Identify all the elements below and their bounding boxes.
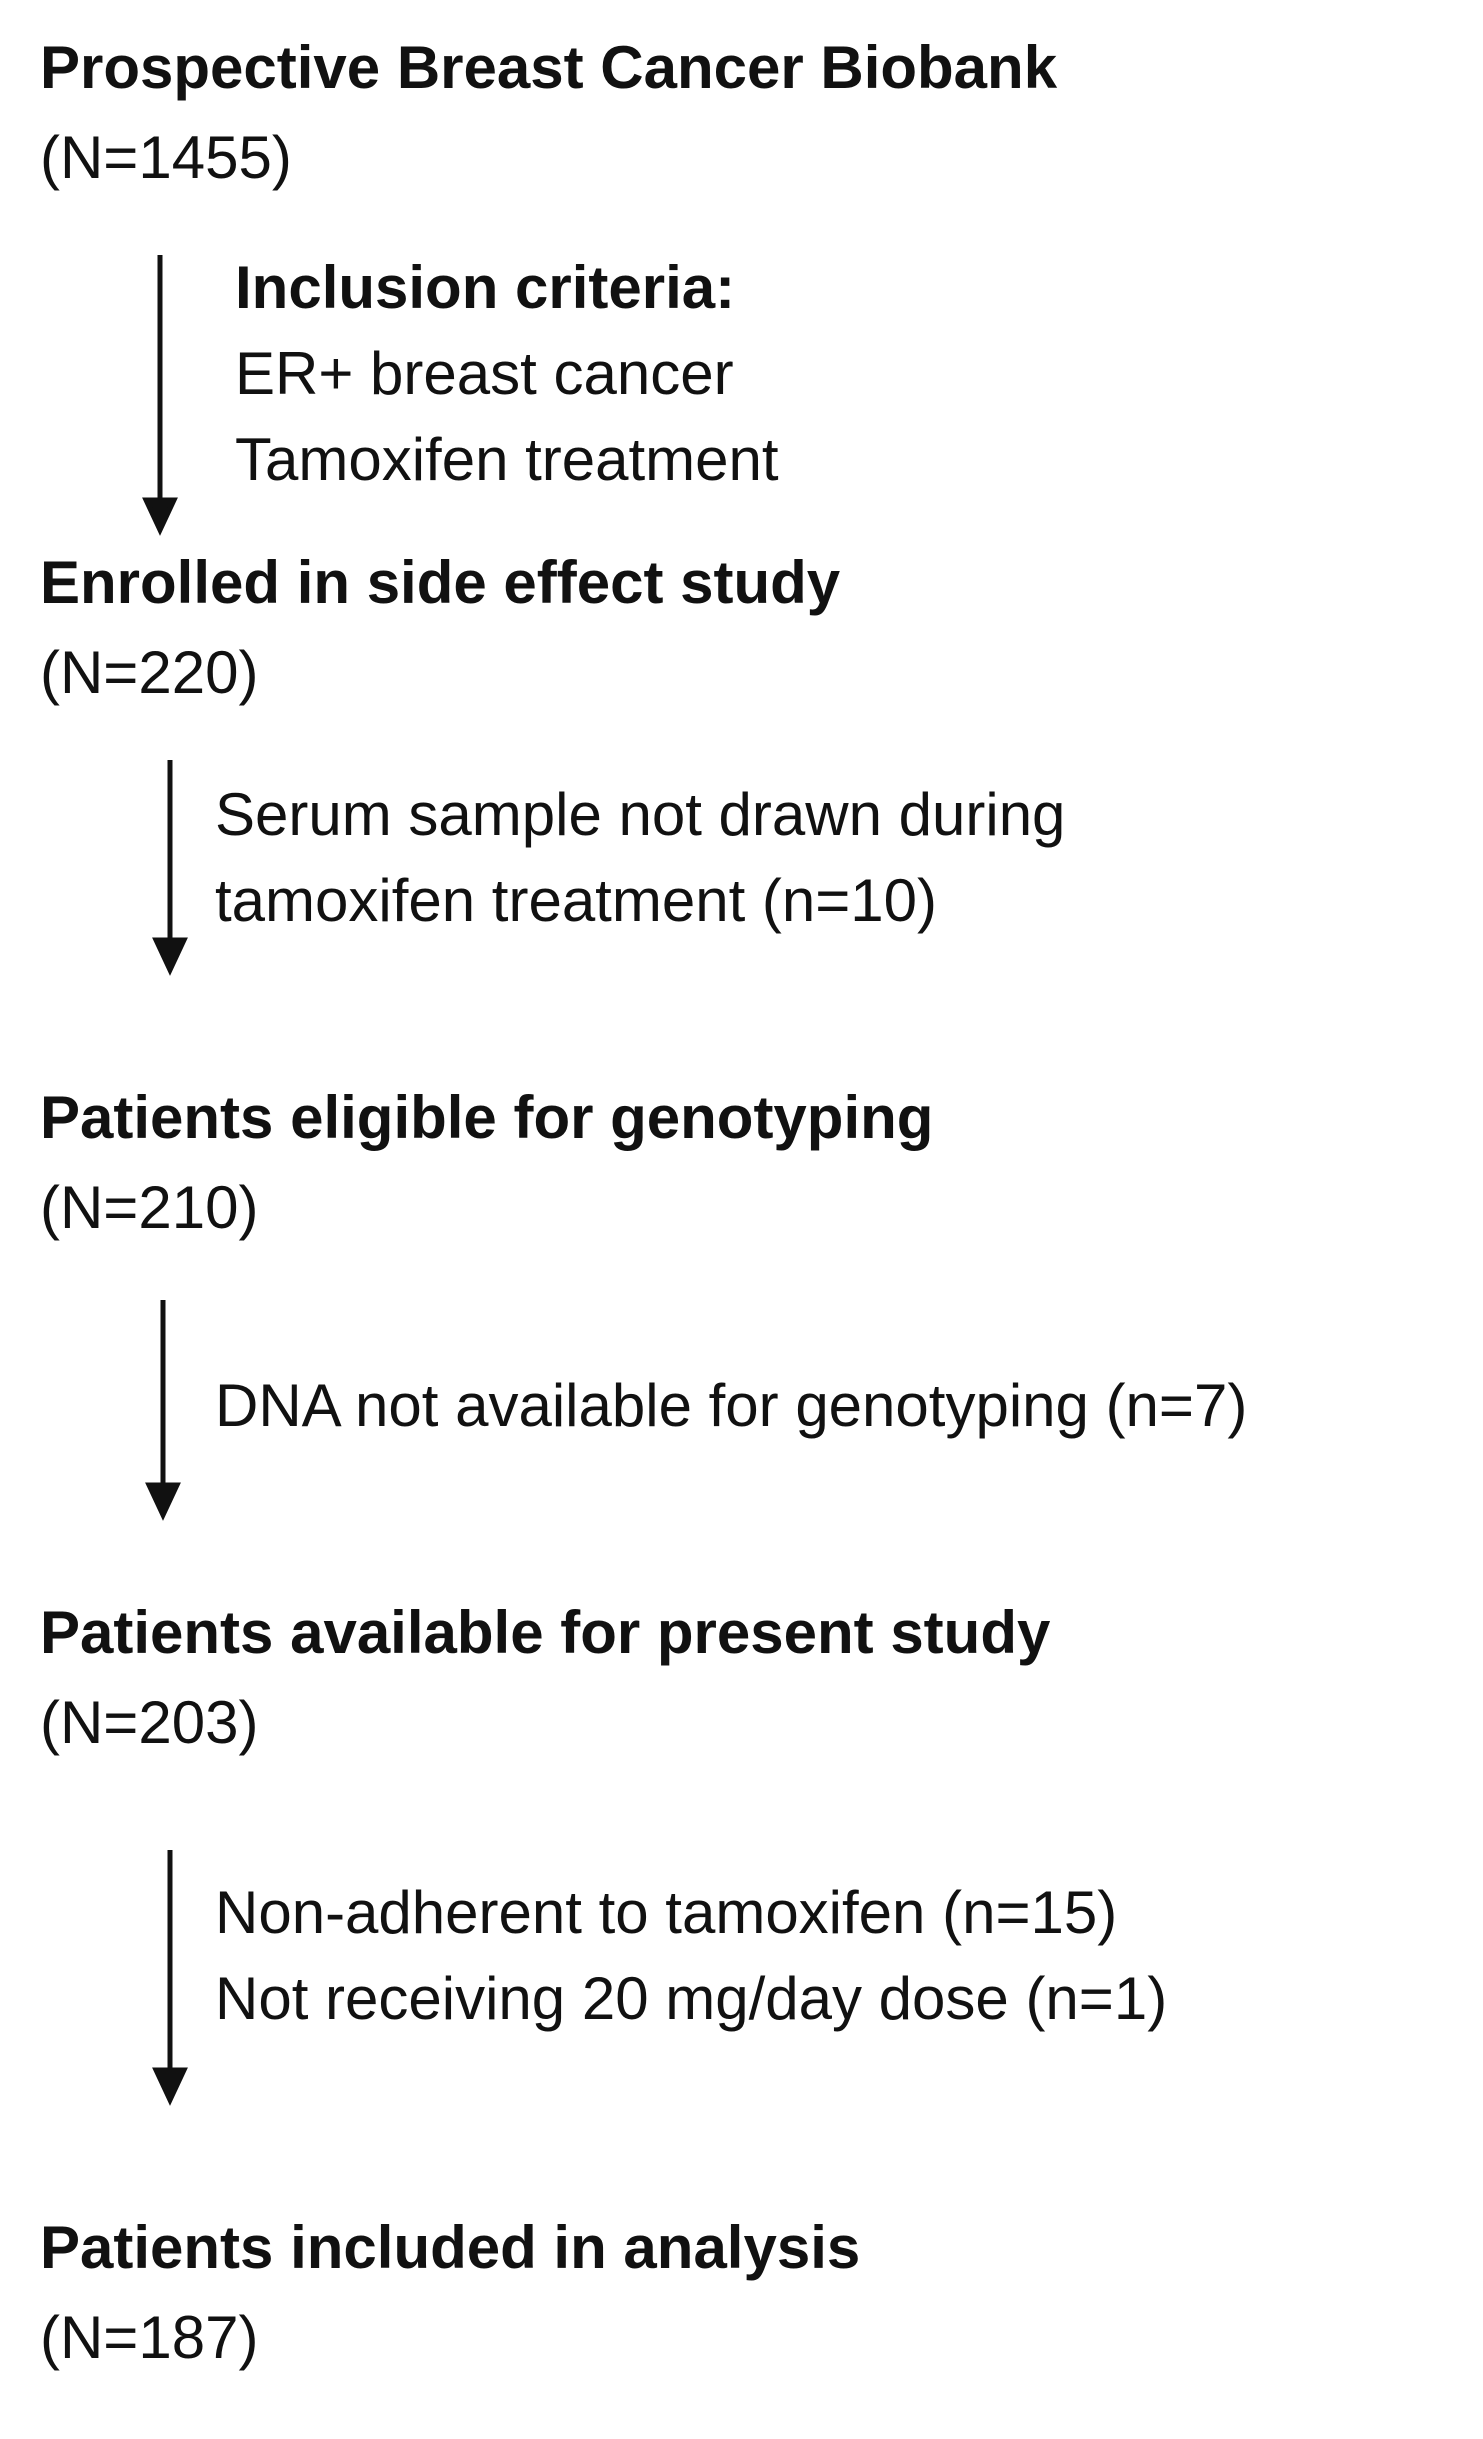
transition-4-line-1: Non-adherent to tamoxifen (n=15): [215, 1879, 1118, 1946]
step-3-count: (N=210): [40, 1174, 259, 1241]
transition-1-note: Inclusion criteria: ER+ breast cancer Ta…: [235, 245, 779, 503]
step-2-count: (N=220): [40, 639, 259, 706]
transition-1-line-2: ER+ breast cancer: [235, 340, 734, 407]
transition-4-note: Non-adherent to tamoxifen (n=15) Not rec…: [215, 1870, 1167, 2042]
step-5-count: (N=187): [40, 2304, 259, 2371]
step-3-title: Patients eligible for genotyping: [40, 1084, 934, 1151]
step-4-title: Patients available for present study: [40, 1599, 1051, 1666]
arrowhead-3: [145, 1482, 181, 1521]
step-1-count: (N=1455): [40, 124, 292, 191]
transition-3-note: DNA not available for genotyping (n=7): [215, 1363, 1247, 1449]
transition-3-line-1: DNA not available for genotyping (n=7): [215, 1372, 1248, 1439]
step-2-title: Enrolled in side effect study: [40, 549, 841, 616]
transition-1-line-3: Tamoxifen treatment: [235, 426, 779, 493]
transition-1-header: Inclusion criteria:: [235, 254, 736, 321]
arrowhead-4: [152, 2067, 188, 2106]
transition-4-line-2: Not receiving 20 mg/day dose (n=1): [215, 1965, 1168, 2032]
step-5-title: Patients included in analysis: [40, 2214, 861, 2281]
step-4-count: (N=203): [40, 1689, 259, 1756]
transition-2-note: Serum sample not drawn during tamoxifen …: [215, 772, 1065, 944]
arrowhead-1: [142, 497, 178, 536]
transition-2-line-2: tamoxifen treatment (n=10): [215, 867, 938, 934]
transition-2-line-1: Serum sample not drawn during: [215, 781, 1066, 848]
arrowhead-2: [152, 937, 188, 976]
step-1-title: Prospective Breast Cancer Biobank: [40, 34, 1058, 101]
